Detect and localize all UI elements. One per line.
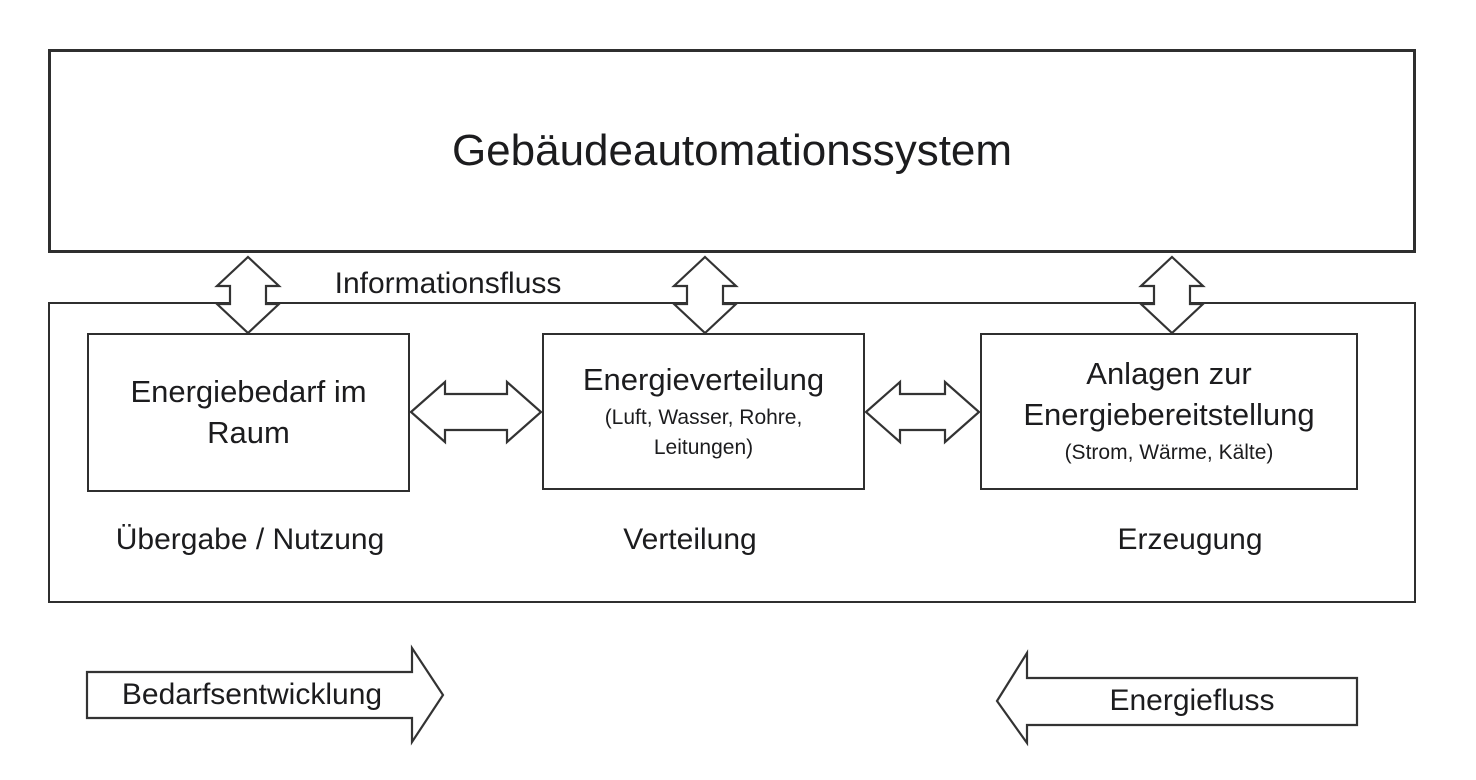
demand-direction-arrow-icon (85, 644, 445, 746)
information-flow-label: Informationsfluss (334, 267, 562, 300)
info-flow-arrow-left-icon (214, 255, 282, 335)
energy-supply-box-title: Anlagen zur Energiebereitstellung (1023, 356, 1315, 433)
info-flow-arrow-middle-icon (671, 255, 739, 335)
energy-flow-arrow-label: Energiefluss (1109, 684, 1275, 717)
exchange-arrow-box2-box3-icon (864, 379, 981, 445)
energy-distribution-box-subtitle: (Luft, Wasser, Rohre, Leitungen) (604, 405, 803, 459)
stage-label-uebergabe-nutzung: Übergabe / Nutzung (115, 523, 385, 556)
exchange-arrow-box1-box2-icon (409, 379, 543, 445)
energy-flow-arrow-icon (995, 649, 1359, 747)
energy-supply-box: Anlagen zur Energiebereitstellung (Strom… (980, 333, 1358, 490)
demand-direction-arrow-label: Bedarfsentwicklung (121, 678, 383, 711)
energy-supply-box-subtitle: (Strom, Wärme, Kälte) (1064, 441, 1274, 465)
building-automation-system-title: Gebäudeautomationssystem (451, 126, 1013, 175)
energy-demand-box-title: Energiebedarf im Raum (130, 373, 367, 450)
energy-demand-box: Energiebedarf im Raum (87, 333, 410, 492)
building-automation-system-box: Gebäudeautomationssystem (48, 49, 1416, 253)
energy-distribution-box: Energieverteilung (Luft, Wasser, Rohre, … (542, 333, 865, 490)
energy-distribution-box-title: Energieverteilung (582, 361, 825, 397)
stage-label-erzeugung: Erzeugung (1117, 523, 1263, 556)
stage-label-verteilung: Verteilung (623, 523, 757, 556)
info-flow-arrow-right-icon (1138, 255, 1206, 335)
